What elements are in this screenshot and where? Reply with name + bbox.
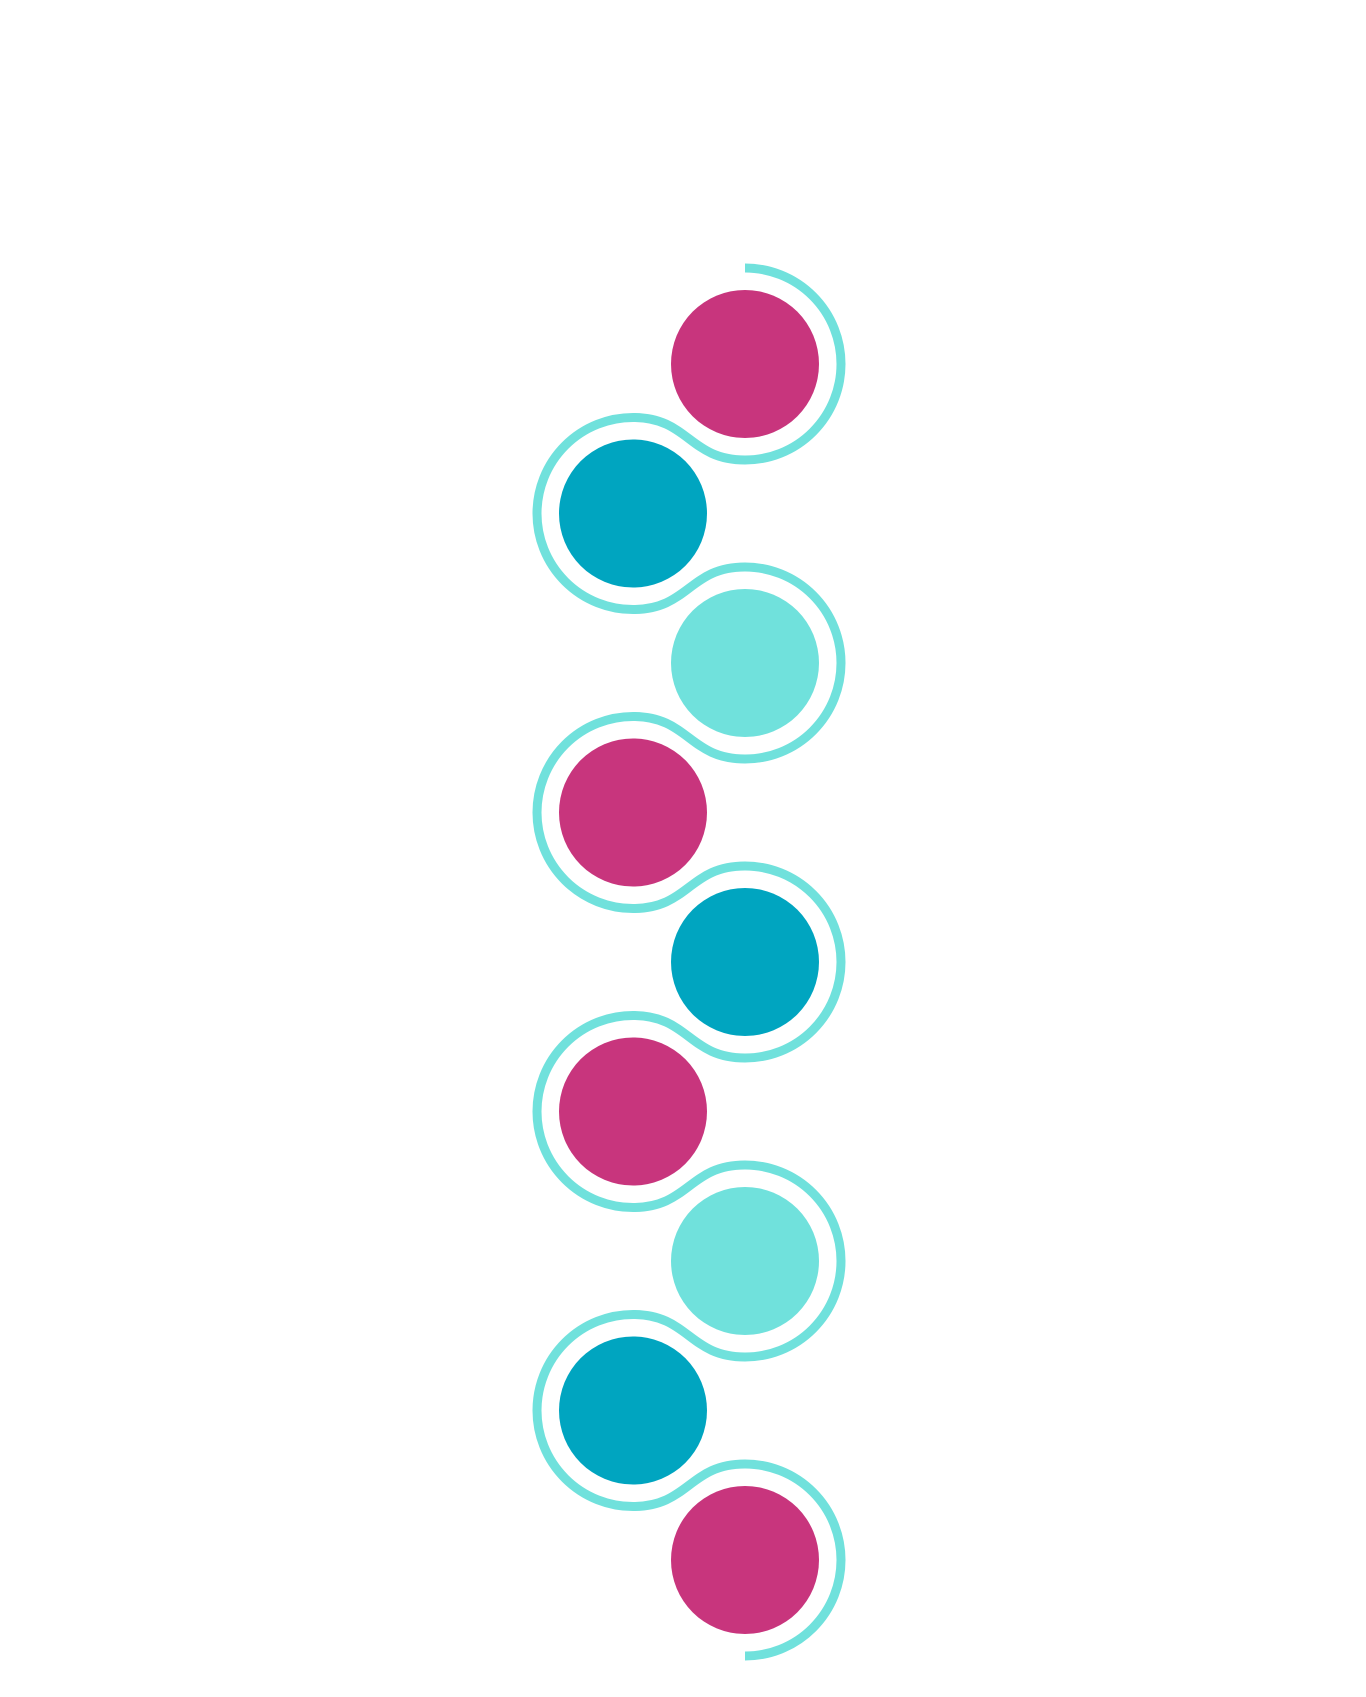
connector-arc [532, 1011, 634, 1212]
timeline-node-2 [559, 439, 707, 588]
node-layer [559, 290, 819, 1634]
connector-link [632, 861, 746, 913]
connector-layer [532, 263, 846, 1661]
connector-arc [744, 263, 846, 465]
timeline-node-7 [671, 1187, 819, 1335]
timeline-node-4 [559, 738, 707, 887]
connector-arc [744, 861, 846, 1063]
connector-arc [744, 1160, 846, 1362]
timeline-node-9 [671, 1486, 819, 1634]
connector-link [632, 562, 746, 614]
connector-arc [532, 712, 634, 913]
connector-link [632, 712, 746, 764]
connector-link [632, 1310, 746, 1362]
connector-link [632, 413, 746, 465]
connector-link [632, 1011, 746, 1063]
connector-arc [532, 1310, 634, 1511]
connector-arc [744, 562, 846, 764]
timeline-node-5 [671, 888, 819, 1036]
connector-link [632, 1160, 746, 1212]
timeline-node-3 [671, 589, 819, 737]
timeline-node-1 [671, 290, 819, 438]
connector-link [632, 1459, 746, 1511]
timeline-node-8 [559, 1336, 707, 1485]
connector-arc [532, 413, 634, 614]
timeline-node-6 [559, 1037, 707, 1186]
connector-arc [744, 1459, 846, 1661]
